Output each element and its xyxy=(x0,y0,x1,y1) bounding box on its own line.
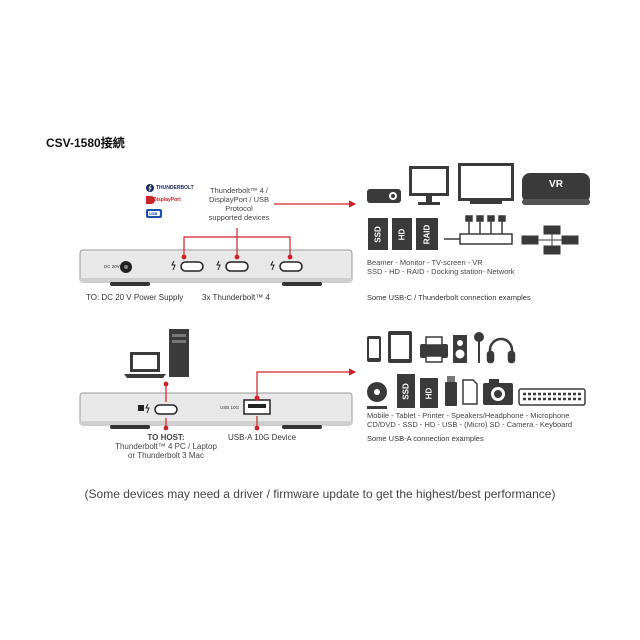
thunderbolt-port-1 xyxy=(171,260,204,272)
usbc-device-list: Beamer - Monitor - TV-screen - VR SSD - … xyxy=(367,258,515,276)
hd-icon-usb xyxy=(420,378,438,408)
displayport-logo xyxy=(146,196,155,204)
usb-a-connector xyxy=(254,368,357,431)
page-title: CSV-1580接続 xyxy=(46,136,125,150)
host-thunderbolt-port xyxy=(138,403,178,415)
hd-label: HD xyxy=(397,228,407,240)
raid-icon-text: RAID xyxy=(416,218,438,250)
usb-a-port xyxy=(243,399,271,415)
ssd-icon-text: SSD xyxy=(368,218,388,250)
ports-caption: 3x Thunderbolt™ 4 xyxy=(202,293,270,302)
device-list-line: Beamer - Monitor - TV-screen - VR xyxy=(367,258,483,267)
mobile-phone-icon xyxy=(367,336,381,362)
host-caption-title: TO HOST: xyxy=(147,433,185,442)
hub-device-top xyxy=(79,249,353,286)
usb-logo xyxy=(146,209,162,218)
vr-headset-icon xyxy=(522,173,590,205)
protocol-label-line: Protocol xyxy=(225,204,253,213)
hd-usb-icon-text: HD xyxy=(420,378,438,408)
projector-icon xyxy=(367,189,401,203)
dc-power-port xyxy=(120,261,132,273)
raid-icon xyxy=(416,218,438,250)
sd-card-icon xyxy=(462,379,478,405)
thunderbolt-port-3 xyxy=(270,260,303,272)
protocol-label-line: supported devices xyxy=(208,213,270,222)
camera-icon xyxy=(483,379,513,405)
ssd-icon xyxy=(368,218,388,250)
thunderbolt-logo xyxy=(146,184,154,192)
protocol-label-line: Thunderbolt™ 4 / xyxy=(210,186,268,195)
power-caption: TO: DC 20 V Power Supply xyxy=(86,293,184,302)
hd-icon-text: HD xyxy=(392,218,412,250)
device-list-line: CD/DVD - SSD - HD - USB - (Micro) SD - C… xyxy=(367,420,573,429)
tv-screen-icon xyxy=(458,163,514,204)
hub-device-bottom xyxy=(79,392,353,429)
footnote: (Some devices may need a driver / firmwa… xyxy=(84,487,556,501)
device-list-line: SSD - HD - RAID - Docking station- Netwo… xyxy=(367,267,515,276)
hd-usb-label: HD xyxy=(424,387,434,399)
usb-port-label: USB 10G xyxy=(220,405,240,410)
usb-logo-label: USB xyxy=(149,211,158,216)
headphone-icon xyxy=(486,337,516,364)
thunderbolt-logo-label: THUNDERBOLT xyxy=(156,185,194,191)
microphone-icon xyxy=(474,332,484,363)
hd-icon xyxy=(392,218,412,250)
ssd-label: SSD xyxy=(373,225,383,243)
displayport-logo-label: DisplayPort xyxy=(153,197,181,203)
printer-icon xyxy=(420,336,448,363)
protocol-label-line: DisplayPort / USB xyxy=(208,195,270,204)
host-connector xyxy=(163,381,169,431)
thunderbolt-bracket-connector xyxy=(181,200,357,260)
dc-port-label: DC 20V xyxy=(104,264,120,269)
usb-stick-icon xyxy=(445,376,457,406)
device-list-line: Mobile - Tablet - Printer - Speakers/Hea… xyxy=(367,411,570,420)
tablet-icon xyxy=(388,331,412,363)
host-caption-line: Thunderbolt™ 4 PC / Laptop xyxy=(115,442,217,451)
host-caption-line: or Thunderbolt 3 Mac xyxy=(128,451,204,460)
thunderbolt-port-2 xyxy=(216,260,249,272)
monitor-icon xyxy=(409,166,449,205)
usb-a-caption: USB-A 10G Device xyxy=(228,433,297,442)
vr-label: VR xyxy=(549,179,563,190)
raid-label: RAID xyxy=(422,224,432,244)
laptop-icon xyxy=(124,352,166,378)
ssd-usb-label: SSD xyxy=(401,382,411,400)
protocol-label: Thunderbolt™ 4 / DisplayPort / USB Proto… xyxy=(206,186,272,222)
usbc-examples-caption: Some USB-C / Thunderbolt connection exam… xyxy=(367,293,531,302)
pc-tower-icon xyxy=(169,329,189,377)
docking-station-icon xyxy=(444,215,513,245)
network-icon xyxy=(521,225,579,255)
speakers-icon xyxy=(453,335,467,363)
host-caption: TO HOST: Thunderbolt™ 4 PC / Laptop or T… xyxy=(106,433,226,460)
ssd-icon-usb xyxy=(397,374,415,408)
usba-examples-caption: Some USB-A connection examples xyxy=(367,434,484,443)
ssd-usb-icon-text: SSD xyxy=(397,374,415,408)
keyboard-icon xyxy=(518,388,586,406)
usba-device-list: Mobile - Tablet - Printer - Speakers/Hea… xyxy=(367,411,572,429)
cd-dvd-icon xyxy=(367,382,387,409)
